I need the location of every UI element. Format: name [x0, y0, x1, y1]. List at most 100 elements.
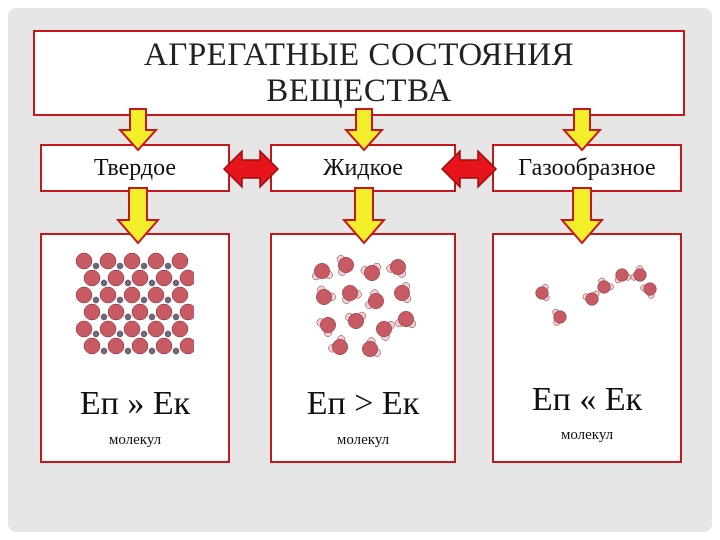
- down-arrow-icon: [560, 187, 604, 245]
- oxygen-atom: [75, 320, 93, 338]
- down-arrow-icon: [118, 108, 158, 152]
- oxygen-atom: [398, 311, 414, 327]
- lattice-node: [116, 296, 124, 304]
- oxygen-atom: [316, 289, 332, 305]
- oxygen-atom: [107, 269, 125, 287]
- oxygen-atom: [643, 282, 657, 296]
- oxygen-atom: [348, 313, 364, 329]
- solid-label: Твердое: [93, 154, 177, 181]
- oxygen-atom: [368, 293, 384, 309]
- oxygen-atom: [615, 268, 629, 282]
- oxygen-atom: [179, 303, 194, 321]
- oxygen-atom: [320, 317, 336, 333]
- oxygen-atom: [394, 285, 410, 301]
- lattice-node: [140, 330, 148, 338]
- oxygen-atom: [390, 259, 406, 275]
- down-arrow-icon: [342, 187, 386, 245]
- lattice-node: [140, 262, 148, 270]
- lattice-node: [116, 330, 124, 338]
- lattice-node: [148, 347, 156, 355]
- solid-energy-formula: Еп » Ек: [79, 385, 191, 422]
- oxygen-atom: [155, 303, 173, 321]
- oxygen-atom: [147, 252, 165, 270]
- oxygen-atom: [123, 252, 141, 270]
- liquid-energy-formula: Еп > Ек: [306, 385, 420, 422]
- lattice-node: [164, 296, 172, 304]
- oxygen-atom: [342, 285, 358, 301]
- oxygen-atom: [597, 280, 611, 294]
- oxygen-atom: [99, 286, 117, 304]
- oxygen-atom: [553, 310, 567, 324]
- lattice-node: [172, 279, 180, 287]
- gas-molecule-label: молекул: [560, 427, 614, 443]
- lattice-node: [100, 279, 108, 287]
- oxygen-atom: [179, 337, 194, 355]
- oxygen-atom: [155, 269, 173, 287]
- gas-energy-formula: Еп « Ек: [531, 381, 643, 418]
- oxygen-atom: [131, 303, 149, 321]
- oxygen-atom: [535, 286, 549, 300]
- lattice-node: [116, 262, 124, 270]
- oxygen-atom: [362, 341, 378, 357]
- oxygen-atom: [364, 265, 380, 281]
- title: АГРЕГАТНЫЕ СОСТОЯНИЯ ВЕЩЕСТВА: [143, 37, 575, 109]
- oxygen-atom: [123, 320, 141, 338]
- solid-molecule-label: молекул: [108, 432, 162, 448]
- lattice-node: [124, 347, 132, 355]
- double-arrow-icon: [440, 149, 498, 189]
- liquid-molecules-illustration: [312, 255, 416, 357]
- oxygen-atom: [171, 320, 189, 338]
- oxygen-atom: [633, 268, 647, 282]
- oxygen-atom: [171, 252, 189, 270]
- lattice-node: [92, 262, 100, 270]
- gas-state-box: Еп « Ек молекул: [492, 233, 682, 463]
- oxygen-atom: [585, 292, 599, 306]
- lattice-node: [92, 330, 100, 338]
- oxygen-atom: [147, 286, 165, 304]
- lattice-node: [124, 279, 132, 287]
- oxygen-atom: [332, 339, 348, 355]
- oxygen-atom: [83, 337, 101, 355]
- gas-molecules-illustration: [535, 265, 657, 326]
- lattice-node: [148, 279, 156, 287]
- oxygen-atom: [171, 286, 189, 304]
- lattice-node: [140, 296, 148, 304]
- oxygen-atom: [179, 269, 194, 287]
- oxygen-atom: [107, 337, 125, 355]
- lattice-node: [172, 313, 180, 321]
- lattice-node: [100, 347, 108, 355]
- oxygen-atom: [99, 252, 117, 270]
- oxygen-atom: [75, 286, 93, 304]
- lattice-node: [172, 347, 180, 355]
- lattice-node: [148, 313, 156, 321]
- gas-label: Газообразное: [518, 154, 656, 181]
- oxygen-atom: [147, 320, 165, 338]
- solid-lattice-illustration: [75, 252, 194, 355]
- down-arrow-icon: [344, 108, 384, 152]
- double-arrow-icon: [222, 149, 280, 189]
- liquid-label: Жидкое: [323, 154, 403, 181]
- title-box: АГРЕГАТНЫЕ СОСТОЯНИЯ ВЕЩЕСТВА: [33, 30, 685, 116]
- oxygen-atom: [314, 263, 330, 279]
- lattice-node: [164, 330, 172, 338]
- oxygen-atom: [75, 252, 93, 270]
- oxygen-atom: [83, 269, 101, 287]
- solid-state-box: Еп » Ек молекул: [40, 233, 230, 463]
- liquid-state-box: Еп > Ек молекул: [270, 233, 456, 463]
- down-arrow-icon: [116, 187, 160, 245]
- lattice-node: [164, 262, 172, 270]
- oxygen-atom: [338, 257, 354, 273]
- liquid-molecule-label: молекул: [336, 432, 390, 448]
- oxygen-atom: [123, 286, 141, 304]
- oxygen-atom: [376, 321, 392, 337]
- lattice-node: [100, 313, 108, 321]
- oxygen-atom: [99, 320, 117, 338]
- lattice-node: [92, 296, 100, 304]
- oxygen-atom: [131, 337, 149, 355]
- oxygen-atom: [155, 337, 173, 355]
- oxygen-atom: [131, 269, 149, 287]
- oxygen-atom: [83, 303, 101, 321]
- oxygen-atom: [107, 303, 125, 321]
- down-arrow-icon: [562, 108, 602, 152]
- lattice-node: [124, 313, 132, 321]
